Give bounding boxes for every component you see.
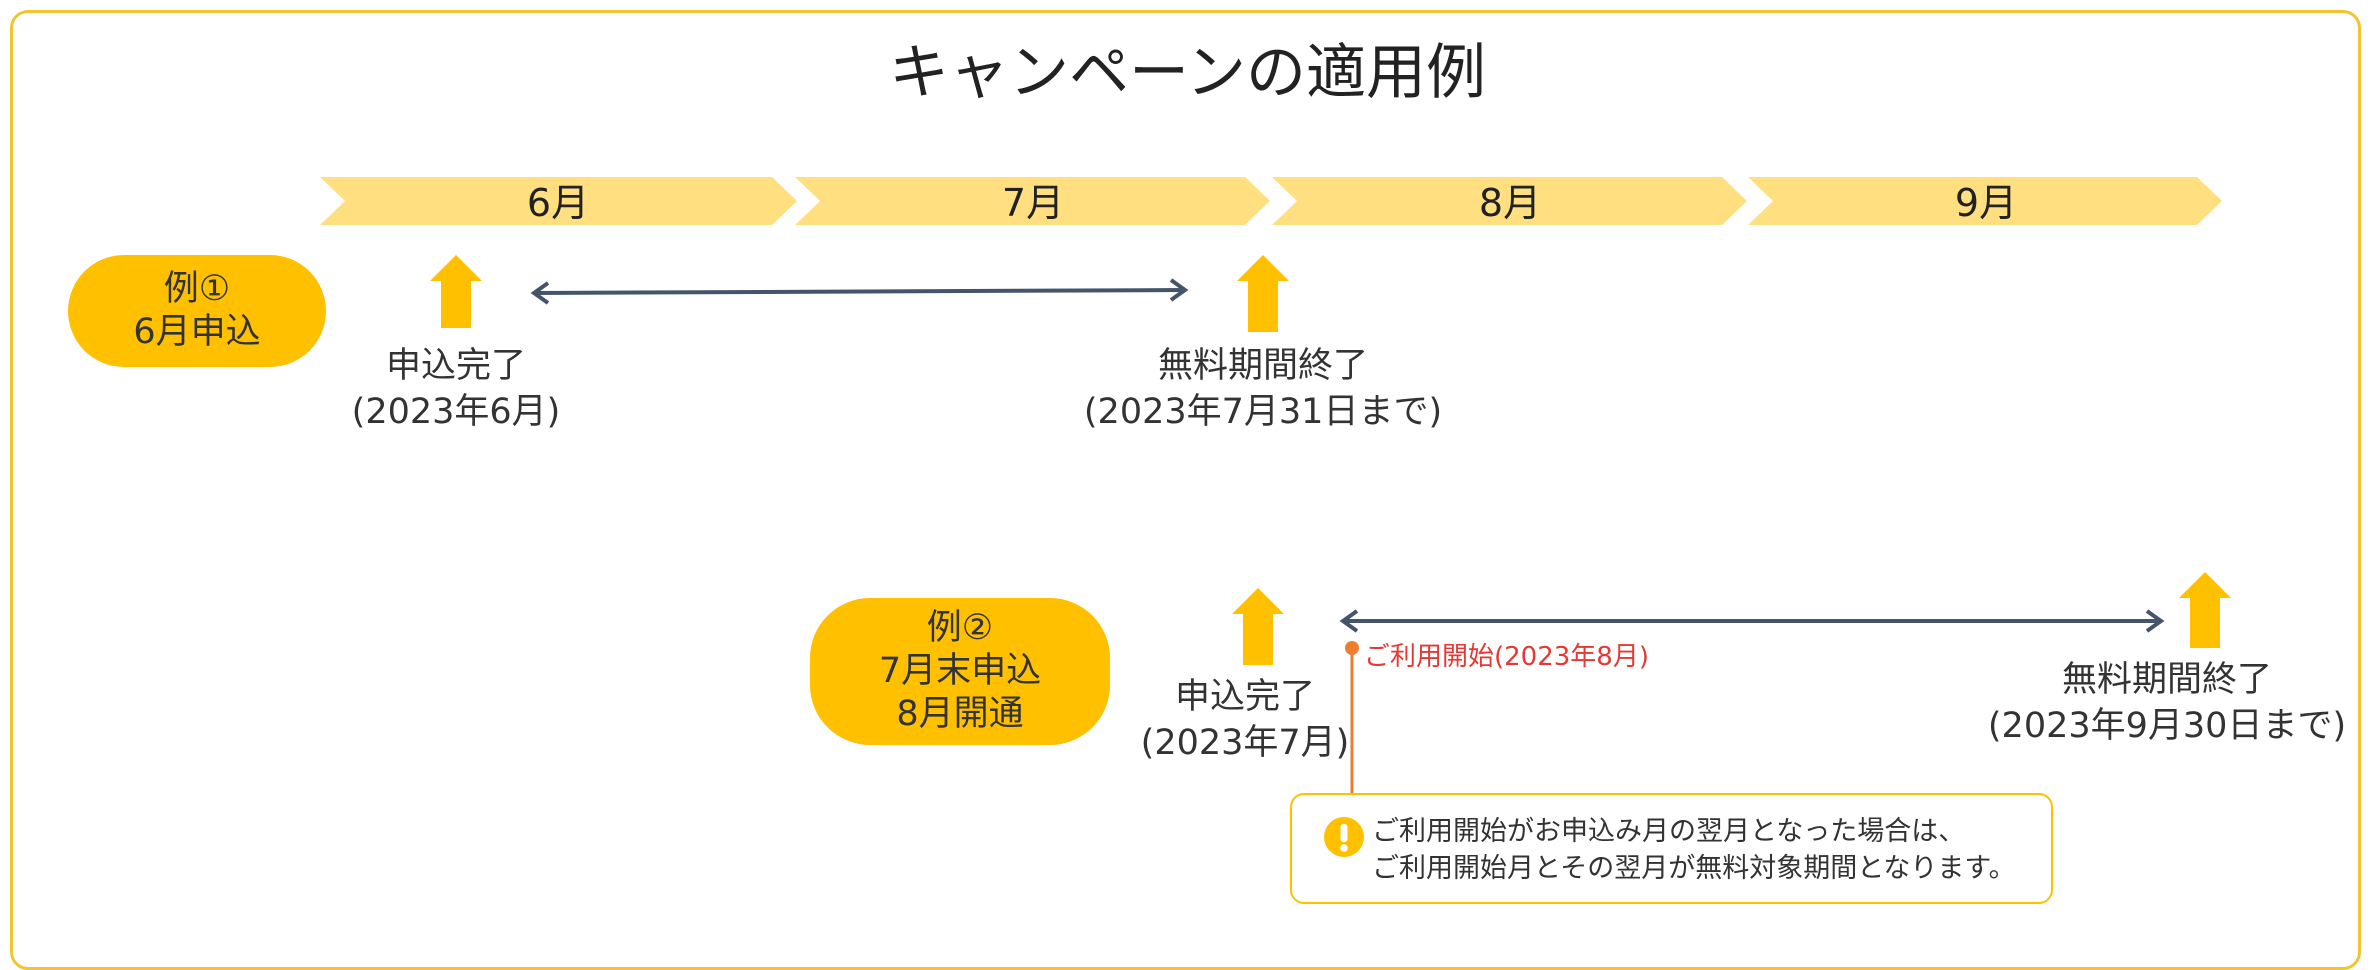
example1-badge-line2: 6月申込 [133, 312, 261, 352]
month-label-september: 9月 [1954, 181, 2018, 225]
ex2-start-label: 申込完了 (2023年7月) [1095, 674, 1395, 766]
note-text: ご利用開始がお申込み月の翌月となった場合は、 ご利用開始月とその翌月が無料対象期… [1372, 813, 2016, 887]
ex1-end-label: 無料期間終了 (2023年7月31日まで) [1063, 343, 1463, 435]
note-box: ご利用開始がお申込み月の翌月となった場合は、 ご利用開始月とその翌月が無料対象期… [1290, 793, 2053, 904]
ex1-span-right-head [1169, 278, 1189, 302]
month-label-july: 7月 [1001, 181, 1065, 225]
ex2-end-label-line2: (2023年9月30日まで) [1987, 706, 2347, 746]
example2-badge-line3: 8月開通 [896, 694, 1024, 734]
ex1-end-label-line1: 無料期間終了 [1157, 346, 1368, 386]
example2-badge-line2: 7月末申込 [878, 651, 1042, 691]
ex1-start-label: 申込完了 (2023年6月) [306, 343, 606, 435]
example1-badge: 例① 6月申込 [68, 255, 326, 367]
example2-badge-line1: 例② [926, 608, 994, 648]
example2-badge: 例② 7月末申込 8月開通 [810, 598, 1110, 745]
ex1-start-up-arrow-icon [430, 255, 482, 328]
ex2-span-right-head [2145, 609, 2165, 633]
month-label-june: 6月 [526, 181, 590, 225]
ex2-start-label-line2: (2023年7月) [1140, 723, 1350, 763]
usage-start-label: ご利用開始(2023年8月) [1364, 642, 1649, 672]
month-chevron-june [320, 177, 797, 225]
ex1-end-label-line2: (2023年7月31日まで) [1083, 392, 1443, 432]
example1-badge-line1: 例① [163, 269, 231, 309]
usage-start-marker-dot [1345, 641, 1359, 655]
ex2-end-label: 無料期間終了 (2023年9月30日まで) [1967, 657, 2367, 749]
ex2-start-label-line1: 申込完了 [1174, 677, 1315, 717]
diagram-title: キャンペーンの適用例 [889, 38, 1486, 108]
month-chevron-august [1272, 177, 1747, 225]
ex1-start-label-line2: (2023年6月) [351, 392, 561, 432]
ex1-free-period-span-line [533, 288, 1186, 295]
exclamation-circle-icon [1324, 817, 1364, 857]
ex1-start-label-line1: 申込完了 [385, 346, 526, 386]
ex1-end-up-arrow-icon [1237, 255, 1289, 332]
ex1-span-left-head [530, 281, 550, 305]
month-chevron-july [795, 177, 1270, 225]
ex2-end-up-arrow-icon [2179, 572, 2231, 648]
note-line2: ご利用開始月とその翌月が無料対象期間となります。 [1372, 853, 2016, 884]
ex2-end-label-line1: 無料期間終了 [2061, 660, 2272, 700]
ex2-span-left-head [1339, 609, 1359, 633]
month-chevron-september [1748, 177, 2222, 225]
ex2-start-up-arrow-icon [1232, 588, 1284, 665]
month-label-august: 8月 [1478, 181, 1542, 225]
note-line1: ご利用開始がお申込み月の翌月となった場合は、 [1372, 816, 1966, 847]
